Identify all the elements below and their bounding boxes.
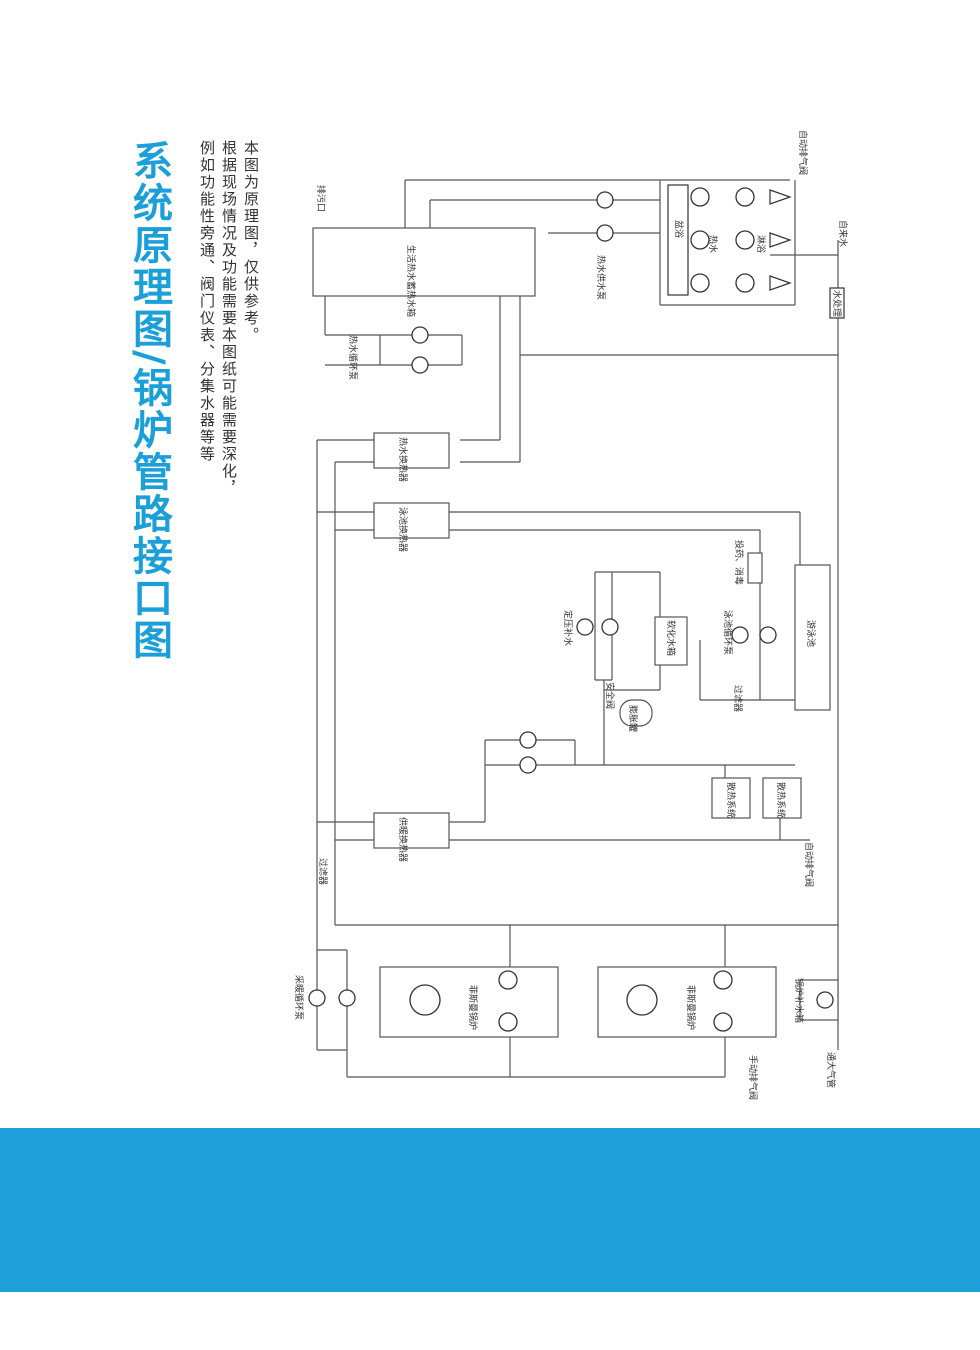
hw-circ-pump-label: 热水循环泵 — [347, 335, 359, 380]
boiler-2-name: 菲斯曼锅炉 — [685, 985, 697, 1030]
pool-circ-pump-label: 泳池循环泵 — [722, 610, 734, 655]
heat-circ-pump-label: 采暖循环泵 — [293, 975, 305, 1020]
note-line-2: 根据现场情况及功能需要本图纸可能需要深化， — [220, 140, 238, 497]
manual-vent-label: 手动排气阀 — [747, 1055, 759, 1100]
page-title: 系统原理图/锅炉管路接口图 — [126, 140, 172, 661]
boiler-1-name: 菲斯曼锅炉 — [467, 985, 479, 1030]
hot-water-label: 热水 — [707, 235, 719, 253]
hx-heat-label: 供暖换热器 — [397, 817, 409, 862]
hx-pool-label: 泳池换热器 — [397, 507, 409, 552]
filter-pool-label: 过滤器 — [732, 685, 744, 712]
shower-label: 淋浴 — [755, 235, 767, 253]
auto-vent-top-label: 自动排气阀 — [797, 130, 809, 175]
boiler-makeup-label: 锅炉补水箱 — [793, 978, 805, 1023]
storage-tank-label: 生活热水蓄热水箱 — [405, 245, 417, 317]
water-treatment-label: 水处理 — [831, 290, 843, 317]
drain-label: 排污口 — [315, 185, 327, 212]
footer-band — [0, 1128, 980, 1292]
note-line-3: 例如功能性旁通、阀门仪表、分集水器等等 — [198, 140, 216, 463]
tap-water-label: 自来水 — [837, 220, 849, 247]
basin-label: 盆浴 — [673, 220, 685, 238]
atmos-label: 通大气管 — [825, 1052, 837, 1088]
note-line-1: 本图为原理图，仅供参考。 — [242, 140, 260, 344]
filter-main-label: 过滤器 — [317, 858, 329, 885]
dosing-label: 投药、消毒 — [733, 540, 745, 585]
radiator-1-label: 散热系统 — [725, 782, 737, 818]
radiator-2-label: 散热系统 — [775, 782, 787, 818]
safety-valve-label: 安全阀 — [604, 682, 616, 709]
softener-label: 软化水箱 — [665, 620, 677, 656]
expansion-tank-label: 膨胀罐 — [627, 705, 639, 732]
hw-supply-pump-label: 热水供水泵 — [595, 255, 607, 300]
pump-icons — [308, 187, 834, 1032]
system-schematic: 自动排气阀 自来水 水处理 排污口 生活热水蓄热水箱 盆浴 热水 淋浴 热水供水… — [293, 130, 849, 1100]
pool-label: 游泳池 — [805, 620, 817, 647]
auto-vent-mid-label: 自动排气阀 — [803, 842, 815, 887]
hx-hot-label: 热水换热器 — [397, 437, 409, 482]
pressure-pump-label: 定压补水 — [562, 610, 574, 646]
